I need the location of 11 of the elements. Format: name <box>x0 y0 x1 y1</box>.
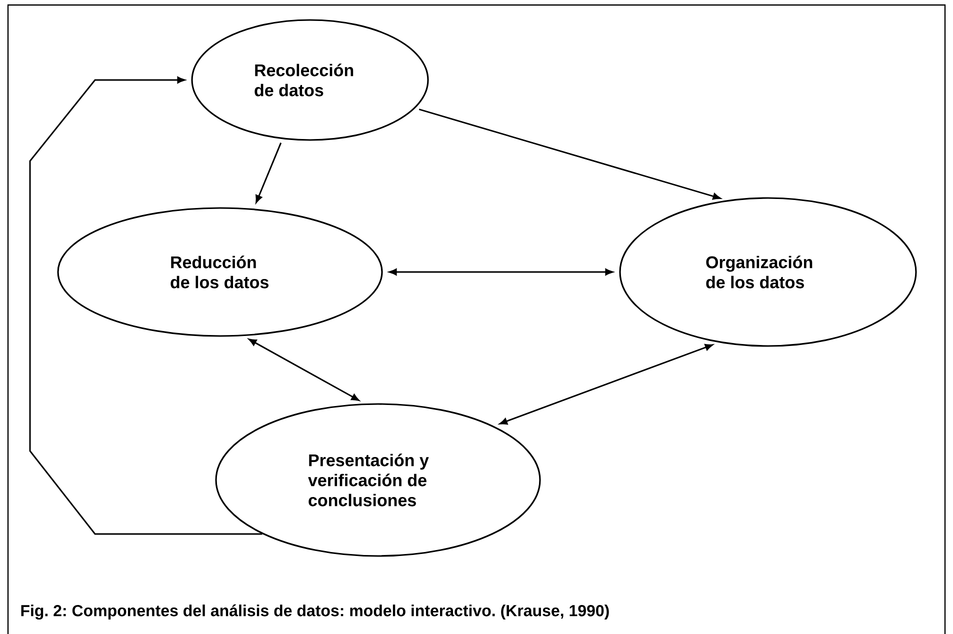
arrow <box>248 338 360 401</box>
ellipse-node: Presentación y verificación de conclusiones <box>215 403 541 557</box>
arrow <box>256 142 282 203</box>
arrow <box>500 344 713 425</box>
arrow <box>418 108 721 200</box>
ellipse-node: Reducción de los datos <box>57 207 383 337</box>
ellipse-node: Organización de los datos <box>619 197 917 347</box>
ellipse-node: Recolección de datos <box>191 19 429 141</box>
arrow <box>29 76 262 535</box>
caption: Fig. 2: Componentes del análisis de datos: modelo interactivo. (Krause, 1990) <box>21 604 609 620</box>
arrow <box>388 268 614 276</box>
